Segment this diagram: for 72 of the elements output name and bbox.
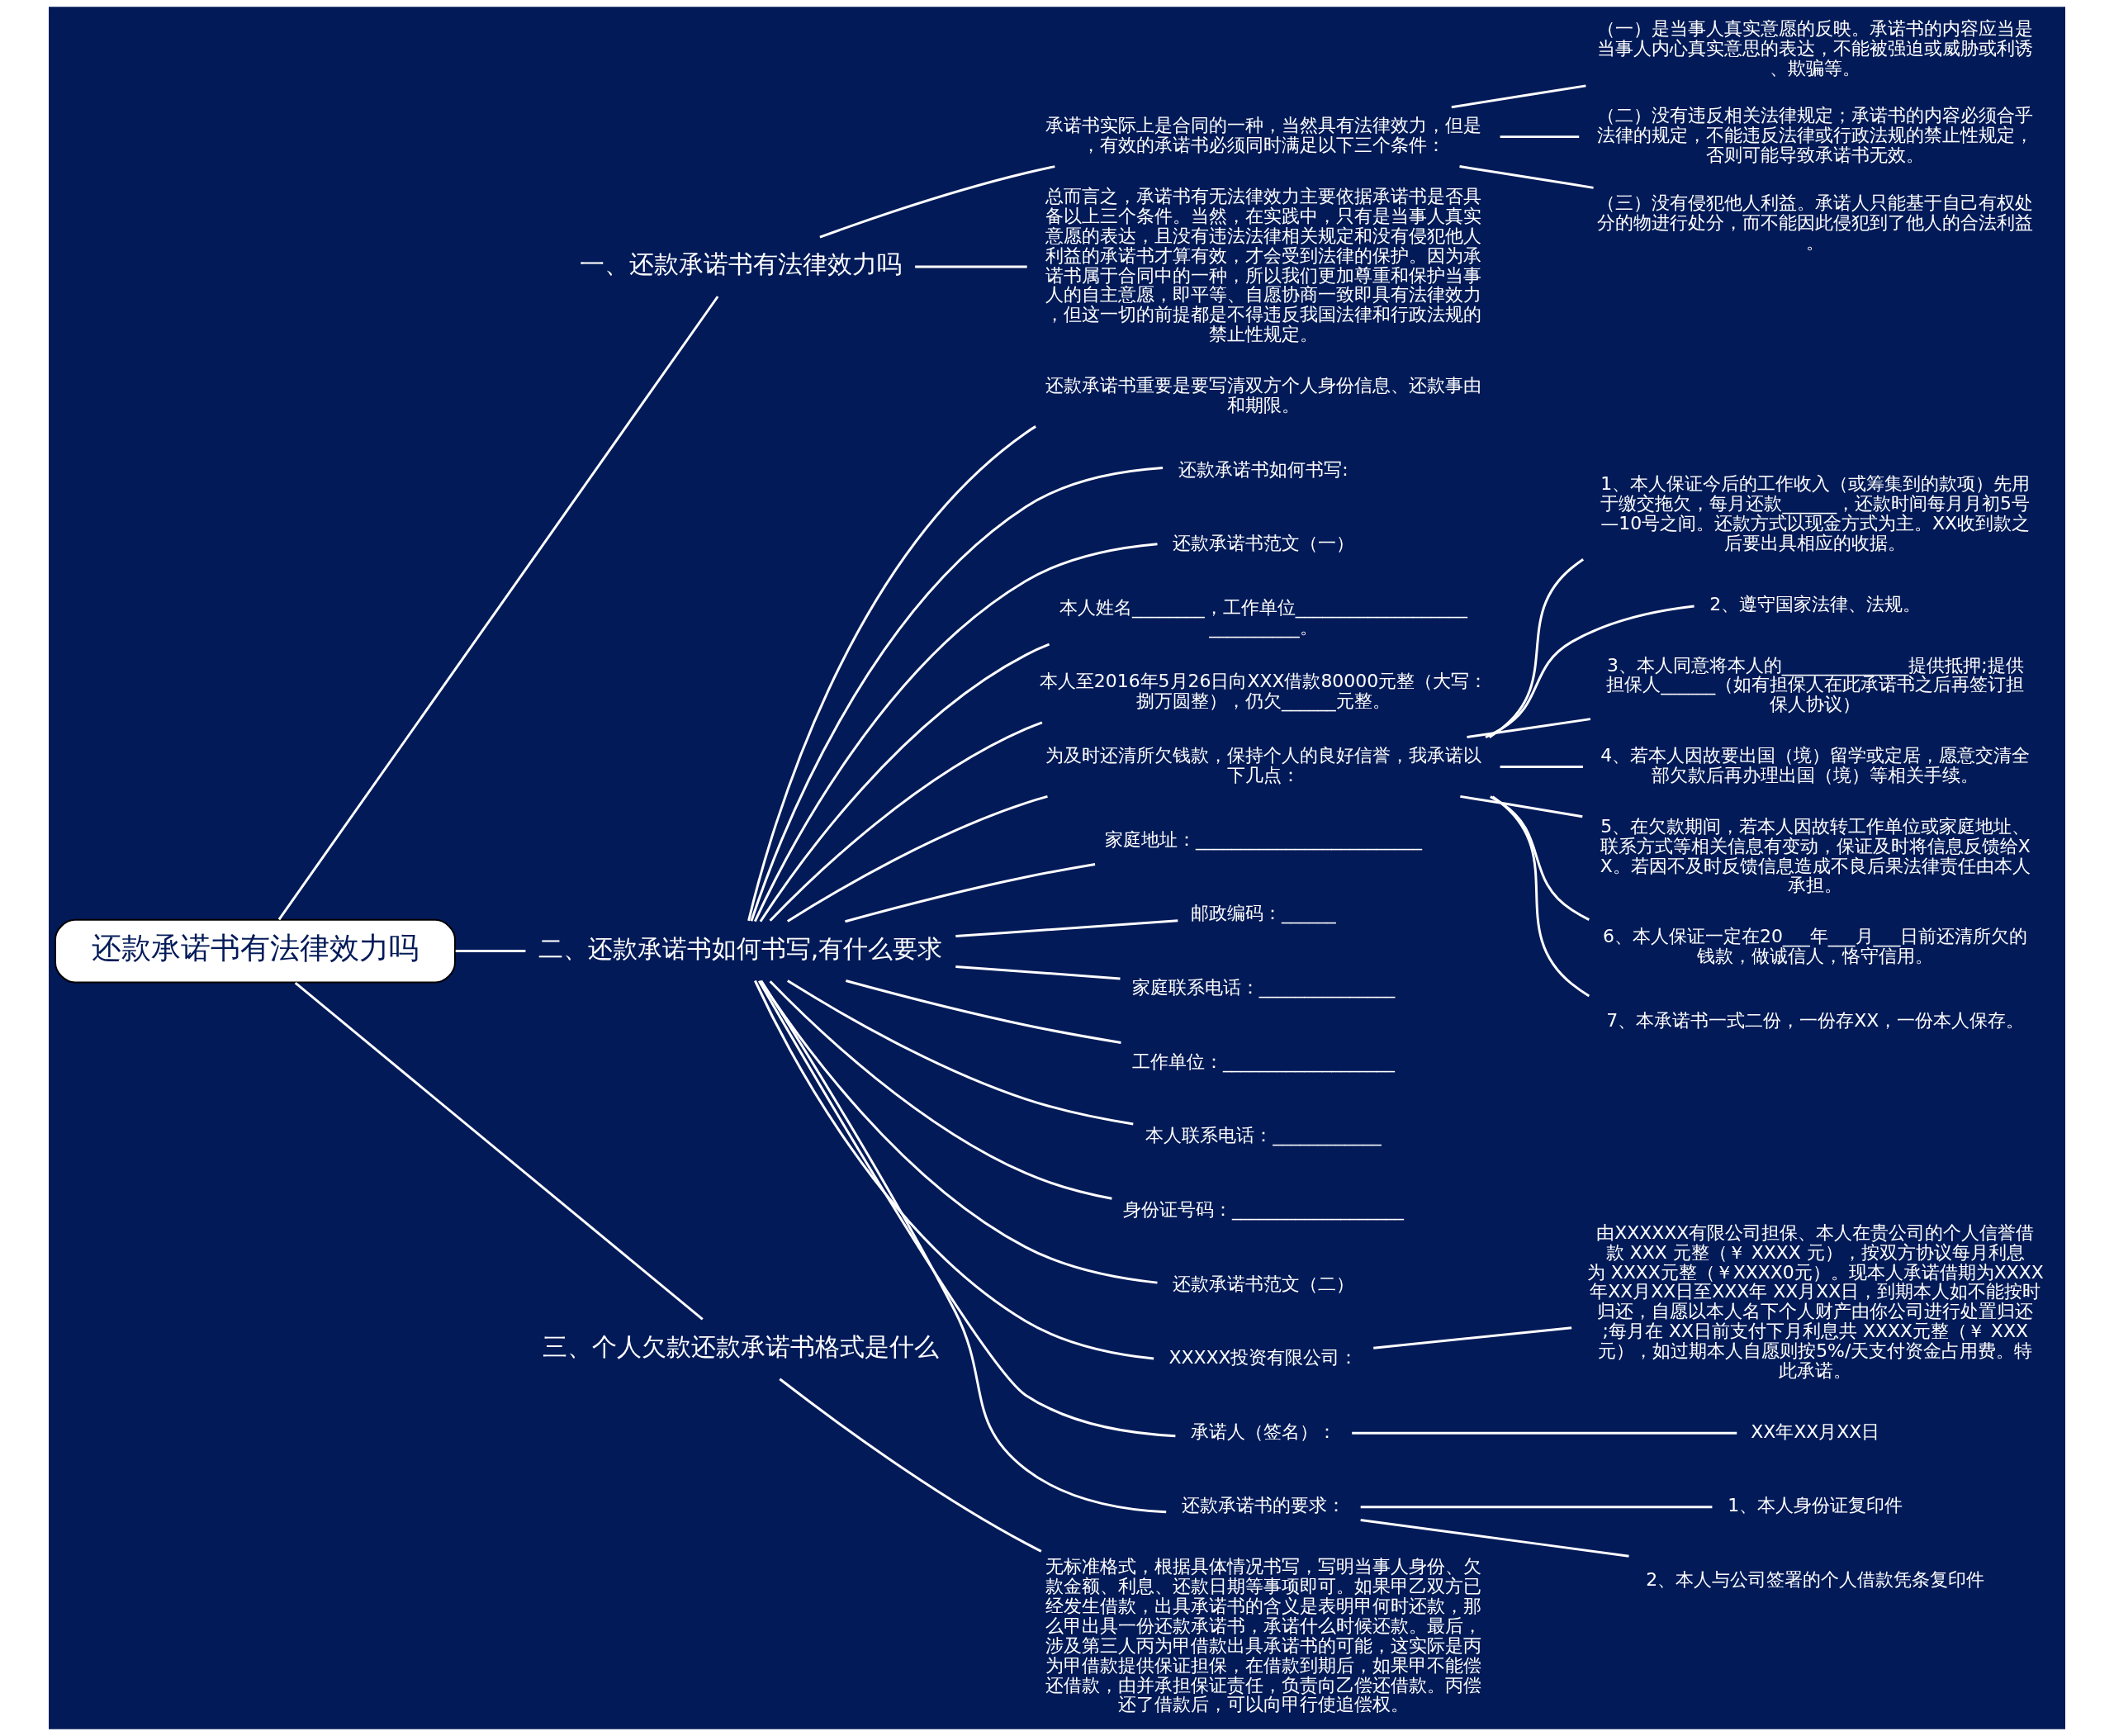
connector: [1488, 557, 1585, 738]
connector: [787, 979, 1134, 1126]
connector: [1467, 718, 1591, 739]
node-text: 邮政编码：______: [1191, 903, 1336, 924]
node-text: 家庭联系电话：_______________: [1131, 976, 1396, 998]
connector: [1360, 1506, 1713, 1509]
connector: [753, 543, 1158, 923]
connector: [1485, 605, 1695, 738]
connector: [1373, 1326, 1572, 1349]
node-text: （三）没有侵犯他人利益。承诺人只能基于自己有权处分的物进行处分，而不能因此侵犯到了他人的合法利益。: [1597, 192, 2034, 253]
node-text: 家庭地址：_________________________: [1105, 828, 1422, 850]
connector: [1460, 794, 1583, 818]
node-text: 1、本人身份证复印件: [1728, 1495, 1903, 1516]
node-text: 还款承诺书范文（一）: [1172, 533, 1354, 554]
node-text: 还款承诺书范文（二）: [1172, 1273, 1354, 1294]
node-text: 还款承诺书的要求：: [1181, 1495, 1345, 1516]
node-text: 本人至2016年5月26日向XXX借款80000元整（大写：捌万圆整），仍欠______元整。: [1039, 671, 1488, 712]
connector: [955, 965, 1121, 980]
node-text: 5、在欠款期间，若本人因故转工作单位或家庭地址、联系方式等相关信息有变动，保证及时将信息反馈给XX。若因不及时反馈信息造成不良后果法律责任由本人承担。: [1600, 815, 2031, 896]
connector: [759, 643, 1050, 923]
connector: [845, 862, 1096, 923]
node-text: 还款承诺书如何书写:: [1178, 458, 1349, 480]
connector: [1352, 1431, 1737, 1435]
connector: [787, 794, 1048, 923]
node-text: 身份证号码：___________________: [1122, 1198, 1405, 1220]
node-text: 承诺人（签名）：: [1190, 1421, 1336, 1442]
node-text: XX年XX月XX日: [1751, 1421, 1880, 1442]
node-text: 三、个人欠款还款承诺书格式是什么: [542, 1331, 939, 1361]
node-text: 为及时还清所欠钱款，保持个人的良好信誉，我承诺以下几点：: [1045, 745, 1481, 786]
connector: [779, 1378, 1042, 1553]
connector: [769, 721, 1043, 922]
connector: [294, 982, 704, 1321]
node-text: （二）没有违反相关法律规定；承诺书的内容必须合乎法律的规定，不能违反法律或行政法规的禁止性规定，否则可能导致承诺书无效。: [1597, 105, 2034, 166]
connector: [277, 296, 719, 921]
connector: [955, 919, 1178, 938]
connector: [1490, 795, 1590, 921]
node-text: 3、本人同意将本人的______________提供抵押;提供担保人______（如有担保人在此承诺书之后再签订担保人协议）: [1606, 654, 2025, 715]
node-text: 本人姓名________，工作单位_____________________________。: [1059, 596, 1467, 638]
node-text: 2、本人与公司签署的个人借款凭条复印件: [1646, 1569, 1985, 1591]
connector: [915, 265, 1027, 268]
node-text: 承诺书实际上是合同的一种，当然具有法律效力，但是，有效的承诺书必须同时满足以下三个条件：: [1045, 115, 1481, 156]
connector: [1459, 165, 1594, 189]
connector: [819, 165, 1055, 239]
node-text: 一、还款承诺书有法律效力吗: [579, 249, 902, 278]
node-text: 6、本人保证一定在20___年___月___日前还清所欠的钱款，做诚信人，恪守信用。: [1603, 926, 2028, 967]
node-text: （一）是当事人真实意愿的反映。承诺书的内容应当是当事人内心真实意思的表达，不能被强迫或威胁或利诱、欺骗等。: [1597, 17, 2034, 78]
node-text: 工作单位：___________________: [1131, 1051, 1396, 1072]
connector: [769, 980, 1112, 1200]
connector: [1491, 795, 1590, 998]
connector: [455, 950, 526, 953]
connector: [1500, 766, 1583, 768]
connector: [760, 979, 1167, 1514]
connector: [1500, 135, 1580, 139]
connector: [758, 979, 1176, 1438]
node-text: 总而言之，承诺书有无法律效力主要依据承诺书是否具备以上三个条件。当然，在实践中，只有是当事人真实意愿的表达，且没有违法法律相关规定和没有侵犯他人利益的承诺书才算有效，才会受到法律的保护。因为承诺书属于合同中的一种，所以我们更加尊重和保护当事人的自主意愿，即平等、自愿协商一致即具有法律效力，但这一切的前提都是不得违反我国法律和行政法规的禁止性规定。: [1045, 185, 1481, 345]
node-text: 本人联系电话：____________: [1145, 1125, 1382, 1146]
node-text: 无标准格式，根据具体情况书写，写明当事人身份、欠款金额、利息、还款日期等事项即可。如果甲乙双方已经发生借款，出具承诺书的含义是表明甲何时还款，那么甲出具一份还款承诺书，承诺什么时候还款。最后，涉及第三人丙为甲借款出具承诺书的可能，这实际是丙为甲借款提供保证担保，在借款到期后，如果甲不能偿还借款，由并承担保证责任，负责向乙偿还借款。丙偿还了借款后，可以向甲行使追偿权。: [1045, 1556, 1481, 1715]
connector: [747, 425, 1036, 922]
node-text: XXXXX投资有限公司：: [1168, 1347, 1358, 1368]
connector: [845, 979, 1121, 1044]
node-text: 2、遵守国家法律、法规。: [1709, 593, 1922, 614]
connector: [1360, 1518, 1629, 1558]
node-text: 4、若本人因故要出国（境）留学或定居，愿意交清全部欠款后再办理出国（境）等相关手续。: [1600, 745, 2031, 786]
connector: [754, 979, 1154, 1360]
node-text: 7、本承诺书一式二份，一份存XX，一份本人保存。: [1606, 1009, 2025, 1031]
connector: [750, 467, 1164, 922]
node-text: 1、本人保证今后的工作收入（或筹集到的款项）先用于缴交拖欠，每月还款______，还款时间每月月初5号—10号之间。还款方式以现金方式为主。XX收到款之后要出具相应的收据。: [1600, 473, 2031, 554]
node-text: 由XXXXXX有限公司担保、本人在贵公司的个人信誉借款 XXX 元整（￥ XXXX 元），按双方协议每月利息为 XXXX元整（￥XXXX0元）。现本人承诺借期为XXXX年XX月XX日至XXX年 XX月XX日，到期本人如不能按时归还，自愿以本人名下个人财产由你公司进行处置归还;每月在 XX日前支付下月利息共 XXXX元整（￥ XXX元），如过期本人自愿则按5%/天支付资金占用费。特此承诺。: [1586, 1221, 2044, 1382]
node-text: 还款承诺书重要是要写清双方个人身份信息、还款事由和期限。: [1045, 374, 1481, 415]
connector: [1451, 84, 1586, 109]
node-text: 二、还款承诺书如何书写,有什么要求: [538, 933, 943, 963]
node-box: 还款承诺书有法律效力吗: [54, 918, 456, 984]
